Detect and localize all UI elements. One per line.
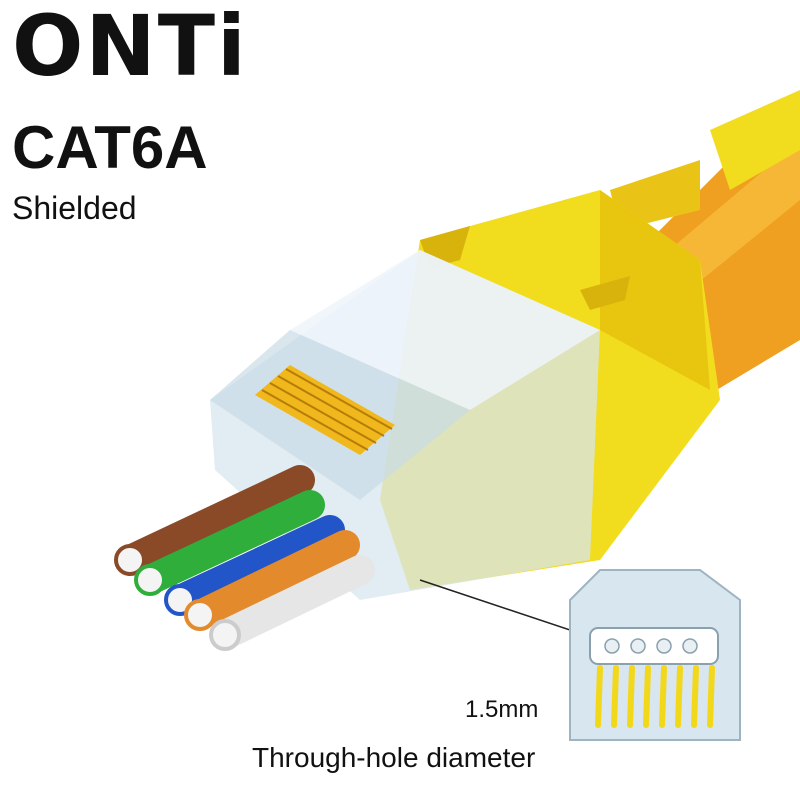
wire-brown: [115, 465, 315, 575]
gold-contacts: [255, 365, 395, 455]
wire-bundle: [115, 465, 375, 650]
shield-tab-right: [580, 276, 630, 310]
plug-housing-top: [290, 250, 600, 410]
brand-name: ONTi: [12, 0, 248, 95]
product-type: Shielded: [12, 190, 137, 226]
callout-caption: Through-hole diameter: [252, 742, 536, 773]
brand-logo: ONTi: [12, 4, 248, 88]
wire-blue: [165, 515, 345, 615]
wire-white: [210, 555, 375, 650]
product-category: CAT6A: [12, 114, 208, 181]
wire-orange: [185, 530, 360, 630]
wire-ends: [114, 544, 241, 651]
measurement-label: 1.5mm: [465, 696, 539, 723]
wire-green: [135, 490, 325, 595]
foil-shield-wrap: [710, 90, 800, 190]
foil-shield-flap: [610, 160, 700, 230]
shield-side: [600, 190, 710, 390]
plug-front-inset: [569, 569, 741, 741]
